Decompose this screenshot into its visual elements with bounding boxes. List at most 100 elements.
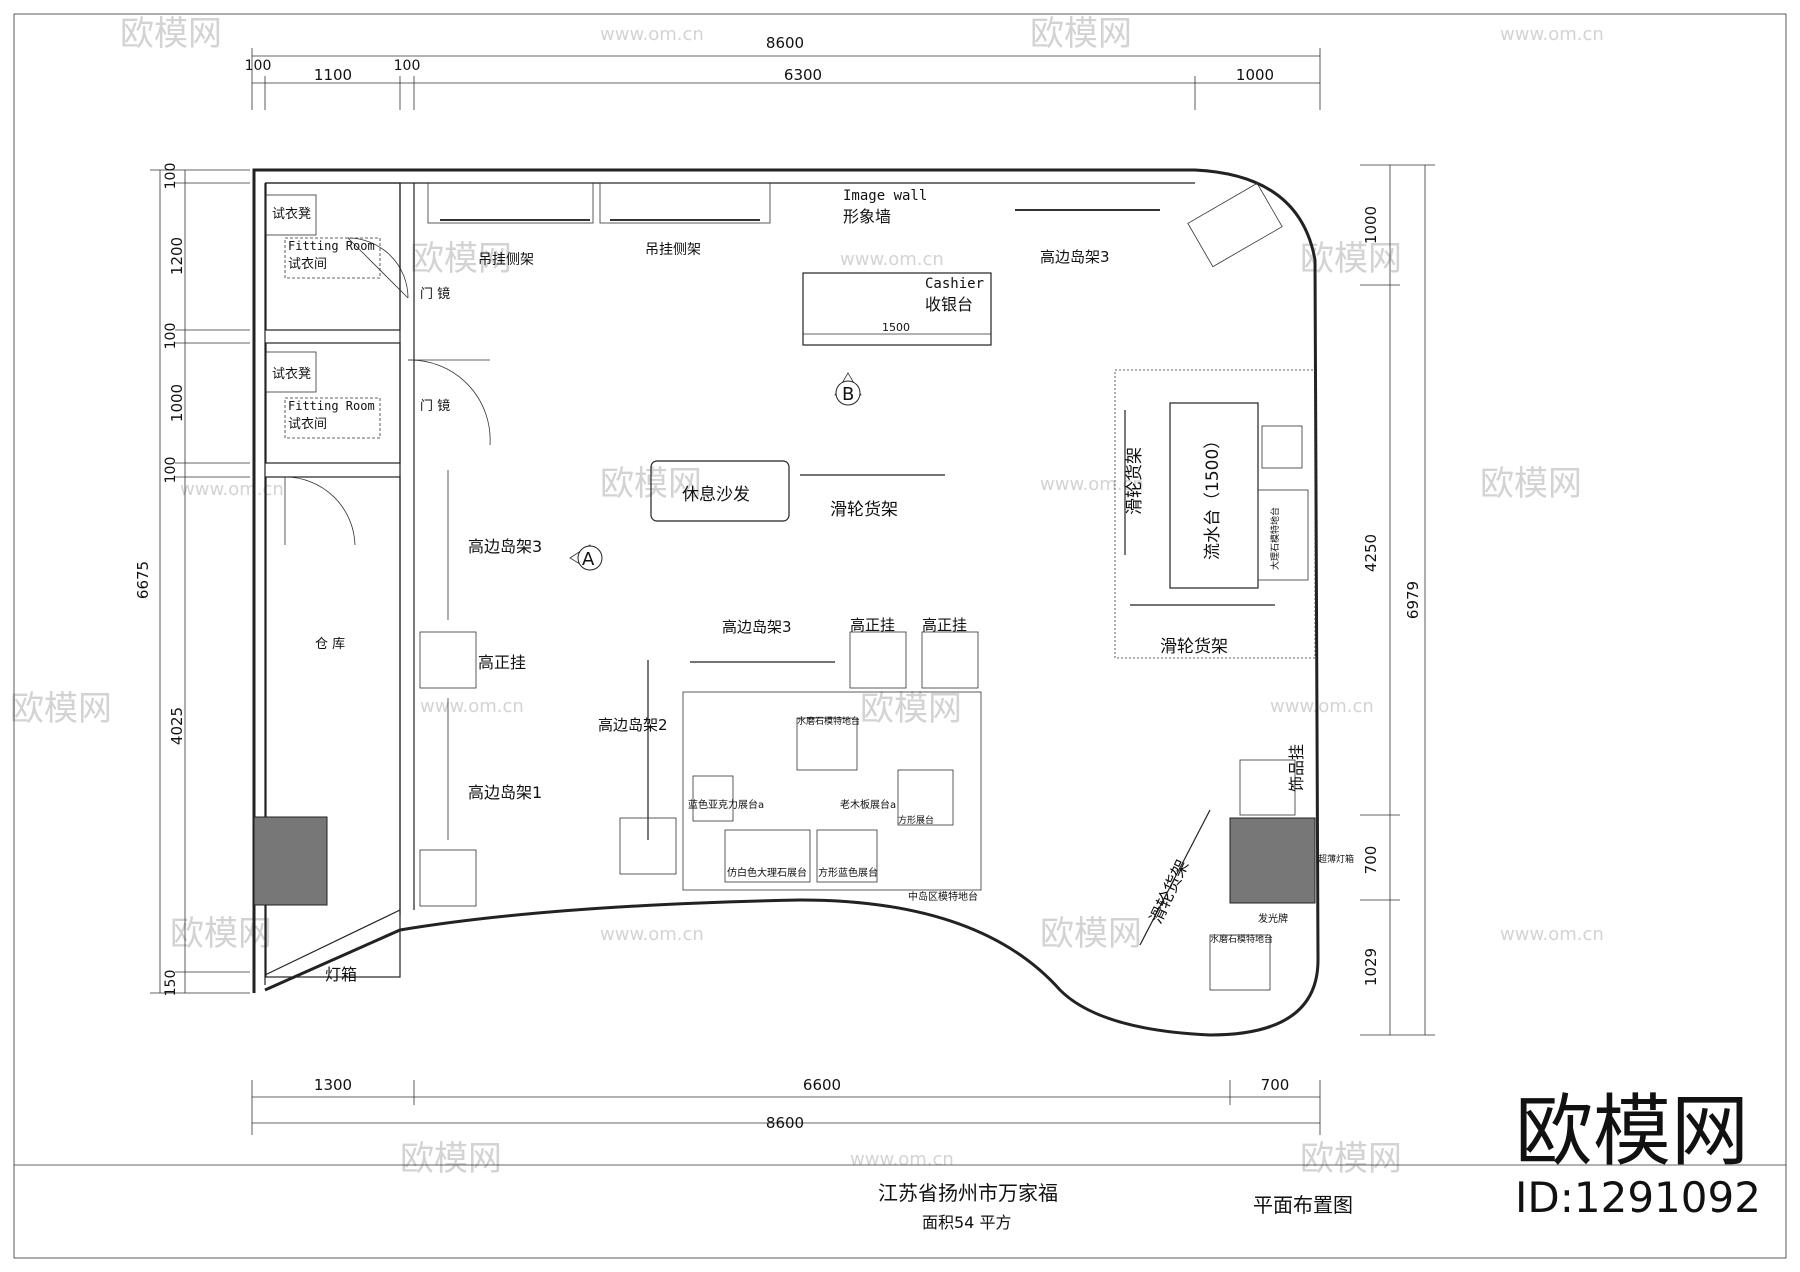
high-front-hang-b: 高正挂: [922, 616, 967, 634]
hanging-side-rack-1: 吊挂侧架: [478, 252, 534, 268]
watermark-layer: 欧模网 www.om.cn 欧模网 www.om.cn 欧模网 www.om.c…: [10, 14, 1604, 1179]
image-wall-cn: 形象墙: [843, 207, 891, 226]
brand-id: ID:1291092: [1515, 1173, 1761, 1222]
watermark-text: 欧模网: [1040, 914, 1142, 954]
dim-left-seg: 1200: [168, 237, 186, 275]
flow-table-label: 流水台（1500）: [1203, 432, 1223, 560]
cashier-counter: [802, 272, 992, 346]
terrazzo-platform-label: 水磨石模特地台: [1210, 933, 1273, 945]
dim-top-seg: 1100: [314, 66, 352, 84]
dim-bottom-seg: 6600: [803, 1076, 841, 1094]
drawing-name: 平面布置图: [1253, 1193, 1353, 1217]
left-dimensions: [150, 169, 250, 994]
dim-bottom-seg: 1300: [314, 1076, 352, 1094]
stool-label: 试衣凳: [272, 366, 311, 382]
dim-right-seg: 4250: [1362, 534, 1380, 572]
watermark-text: 欧模网: [10, 689, 112, 729]
dim-bottom-total: 8600: [766, 1114, 804, 1132]
high-island-1: 高边岛架1: [468, 783, 542, 802]
mirror-label: 门 镜: [420, 399, 450, 414]
watermark-text: 欧模网: [1030, 14, 1132, 54]
project-area: 面积54 平方: [922, 1213, 1011, 1232]
high-island-3-left: 高边岛架3: [468, 537, 542, 556]
cashier-en: Cashier: [925, 276, 984, 292]
dim-top-seg: 1000: [1236, 66, 1274, 84]
view-marker-a: [569, 544, 603, 571]
ultra-thin-lightbox-label: 超薄灯箱: [1318, 853, 1354, 865]
watermark-text: 欧模网: [860, 689, 962, 729]
top-dimensions: [251, 48, 1321, 110]
dim-left-seg: 1000: [168, 384, 186, 422]
dim-top-seg: 6300: [784, 66, 822, 84]
dim-right-seg: 1000: [1362, 206, 1380, 244]
rolling-rack-right-v-label: 滑轮货架: [1125, 447, 1145, 515]
watermark-text: 欧模网: [1300, 239, 1402, 279]
rolling-rack-center-label: 滑轮货架: [830, 500, 898, 520]
watermark-url: www.om.cn: [600, 924, 704, 945]
image-wall-en: Image wall: [843, 188, 927, 204]
dim-top-seg: 100: [245, 58, 272, 74]
dim-top-total: 8600: [766, 34, 804, 52]
rolling-rack-right-h-label: 滑轮货架: [1160, 637, 1228, 657]
right-dimensions: [1360, 164, 1435, 1036]
sofa-label: 休息沙发: [682, 485, 750, 505]
high-island-3-top: 高边岛架3: [1040, 248, 1110, 266]
watermark-url: www.om.cn: [850, 1149, 954, 1170]
lightbox-label: 灯箱: [325, 965, 357, 984]
dim-left-seg: 150: [163, 970, 179, 997]
sheet-border: [13, 13, 1787, 1259]
mirror-label: 门 镜: [420, 287, 450, 302]
dim-left-seg: 100: [163, 163, 179, 190]
dim-left-seg: 4025: [168, 707, 186, 745]
watermark-text: 欧模网: [1300, 1139, 1402, 1179]
watermark-url: www.om.cn: [420, 696, 524, 717]
marker-a-label: A: [582, 549, 595, 570]
dim-left-seg: 100: [163, 457, 179, 484]
center-island: [619, 631, 982, 891]
project-title: 江苏省扬州市万家福: [878, 1181, 1058, 1205]
square-table-label: 方形展台: [898, 814, 934, 826]
dim-left-seg: 100: [163, 323, 179, 350]
fitting-room-en: Fitting Room: [288, 399, 375, 413]
light-sign-label: 发光牌: [1258, 912, 1288, 925]
dim-right-seg: 1029: [1362, 948, 1380, 986]
watermark-url: www.om.cn: [840, 249, 944, 270]
dim-top-seg: 100: [394, 58, 421, 74]
fitting-room-en: Fitting Room: [288, 239, 375, 253]
high-island-3-center: 高边岛架3: [722, 618, 792, 636]
hanging-side-rack-2: 吊挂侧架: [645, 242, 701, 258]
dim-left-total: 6675: [134, 561, 152, 599]
rolling-rack-bottom-label: 滑轮货架: [1146, 857, 1193, 927]
brand-name: 欧模网: [1515, 1087, 1749, 1177]
watermark-url: www.om.cn: [180, 479, 284, 500]
watermark-text: 欧模网: [120, 14, 222, 54]
high-front-hang-a: 高正挂: [850, 616, 895, 634]
marble-platform-right-label: 大理石模特地台: [1269, 507, 1281, 570]
watermark-url: www.om.cn: [600, 24, 704, 45]
sofa: [650, 460, 790, 522]
watermark-text: 欧模网: [400, 1139, 502, 1179]
square-blue-label: 方形蓝色展台: [818, 866, 878, 879]
high-front-hang-left: 高正挂: [478, 653, 526, 672]
storage-room: [253, 183, 415, 978]
blue-acrylic-label: 蓝色亚克力展台a: [688, 798, 764, 811]
top-hanging-racks: [427, 182, 1160, 224]
marker-b-label: B: [842, 384, 854, 405]
dim-right-total: 6979: [1404, 581, 1422, 619]
watermark-text: 欧模网: [1480, 464, 1582, 504]
marble-platform-center: 水磨石模特地台: [797, 715, 860, 727]
left-island-racks: [419, 470, 477, 907]
watermark-url: www.om.cn: [1500, 24, 1604, 45]
watermark-url: www.om.cn: [1270, 696, 1374, 717]
cashier-width: 1500: [882, 321, 910, 334]
marble-white-label: 仿白色大理石展台: [727, 866, 807, 879]
flow-table-area: [1114, 369, 1316, 659]
bottom-dimensions: [251, 1080, 1321, 1135]
view-marker-b: [834, 372, 862, 406]
stool-label: 试衣凳: [272, 206, 311, 222]
bottom-right-fixtures: [1139, 759, 1316, 991]
storage-label: 仓 库: [315, 636, 345, 652]
watermark-text: 欧模网: [410, 239, 512, 279]
watermark-url: www.om.cn: [1040, 474, 1144, 495]
